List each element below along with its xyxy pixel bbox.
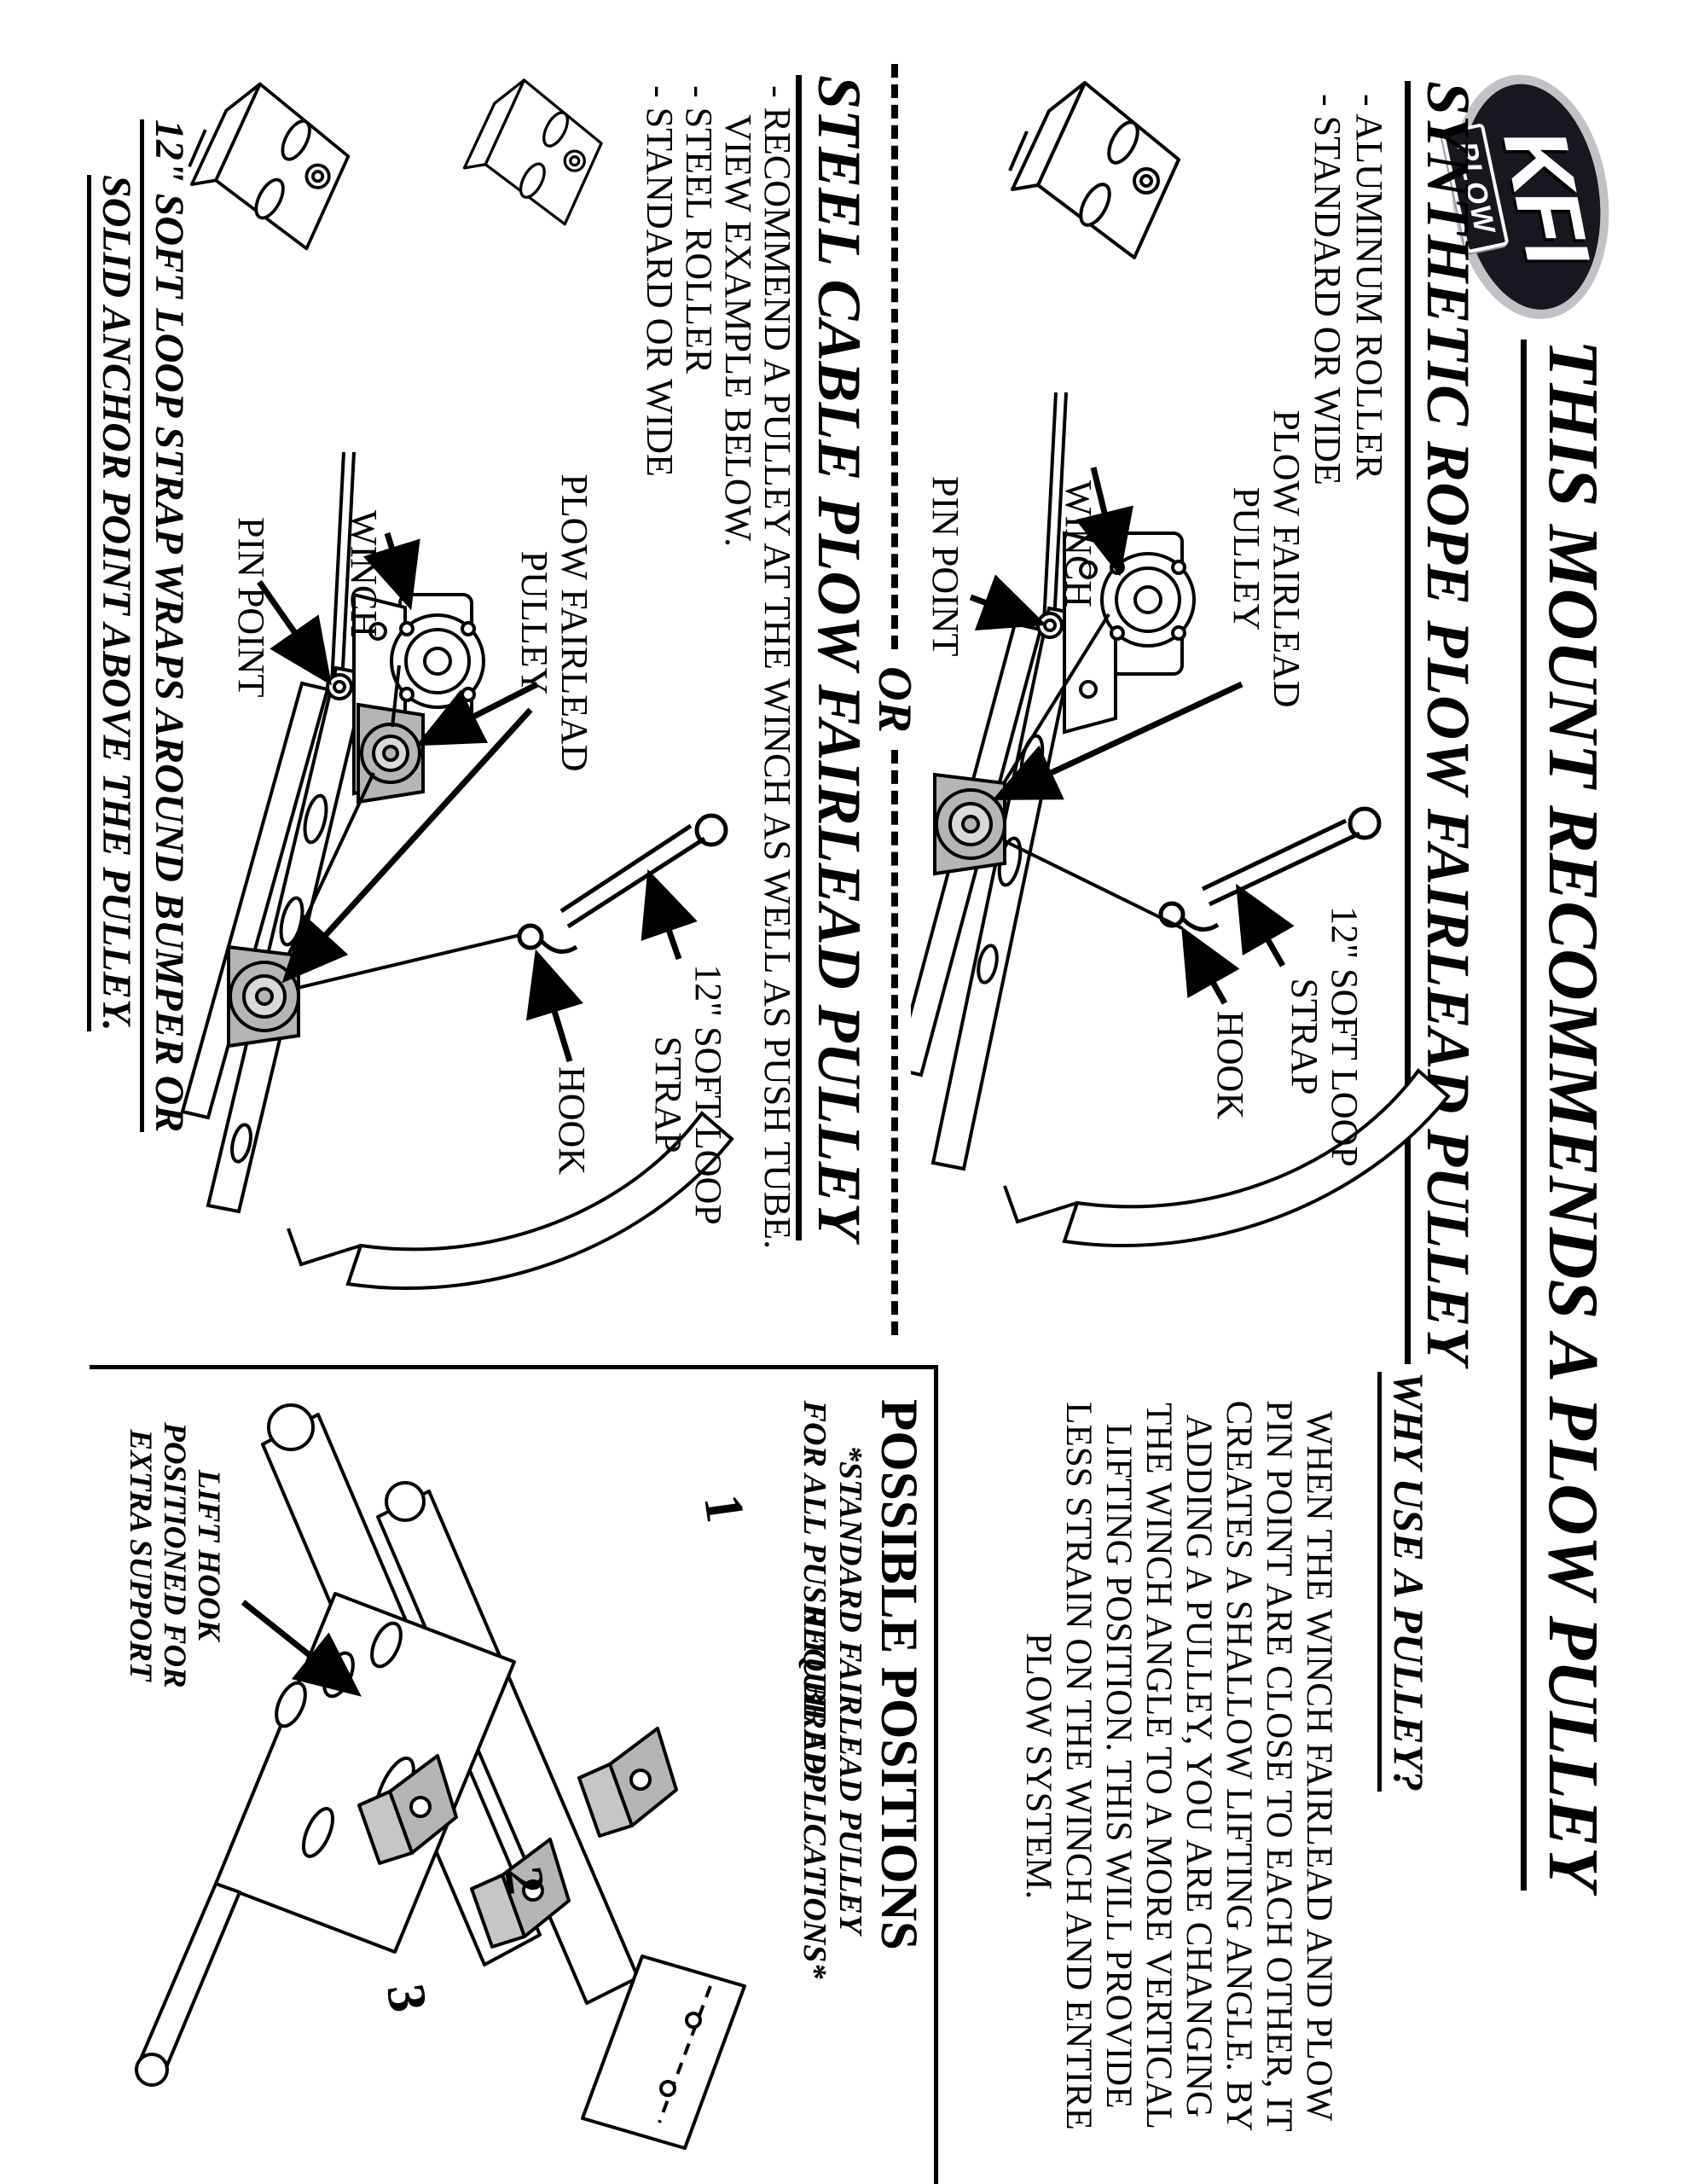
positions-note-2: FOR ALL PUSH TUBE APPLICATIONS* <box>797 1400 832 1979</box>
pulley-bracket-icon <box>188 82 351 251</box>
lift-hook-line: EXTRA SUPPORT <box>123 1429 158 1682</box>
why-line: ADDING A PULLEY, YOU ARE CHANGING <box>1179 1414 1219 2118</box>
or-divider: OR <box>868 64 921 1336</box>
steel-roller-bracket-icon <box>462 78 603 226</box>
lift-hook-line: POSITIONED FOR <box>157 1422 192 1688</box>
synthetic-label-hook: HOOK <box>1209 1011 1251 1120</box>
label-line: PULLEY <box>1226 486 1267 631</box>
why-line: PLOW SYSTEM. <box>1018 1632 1058 1900</box>
label-line: 12" SOFT LOOP <box>1324 906 1365 1167</box>
why-line: WHEN THE WINCH FAIRLEAD AND PLOW <box>1299 1410 1339 2122</box>
label-line: PLOW FAIRLEAD <box>554 473 595 772</box>
page-title: THIS MOUNT RECOMMENDS A PLOW PULLEY <box>1521 340 1615 1891</box>
steel-label-plow-fairlead-pulley: PLOW FAIRLEAD PULLEY <box>513 461 595 785</box>
anchor-note-line-1: 12" SOFT LOOP STRAP WRAPS AROUND BUMPER … <box>140 119 193 1133</box>
lift-hook-line: LIFT HOOK <box>191 1469 226 1641</box>
or-label: OR <box>868 666 921 733</box>
dashed-rule-left <box>891 64 898 650</box>
label-line: PLOW FAIRLEAD <box>1266 410 1307 708</box>
label-line: PULLEY <box>513 550 555 695</box>
why-line: CREATES A SHALLOW LIFTING ANGLE. BY <box>1219 1400 1259 2132</box>
divider-horizontal <box>934 1365 938 2184</box>
positions-heading: POSSIBLE POSITIONS <box>870 1399 927 1950</box>
steel-label-strap: 12" SOFT LOOP STRAP <box>647 962 729 1227</box>
why-paragraph: WHEN THE WINCH FAIRLEAD AND PLOW PIN POI… <box>1018 1361 1339 2171</box>
synthetic-label-plow-fairlead-pulley: PLOW FAIRLEAD PULLEY <box>1226 401 1307 717</box>
aluminum-roller-bracket-icon <box>1008 81 1180 259</box>
label-line: 12" SOFT LOOP <box>687 964 729 1225</box>
positions-diagram <box>135 1403 746 2150</box>
synthetic-label-strap: 12" SOFT LOOP STRAP <box>1284 904 1365 1169</box>
why-line: THE WINCH ANGLE TO A MORE VERTICAL <box>1139 1403 1179 2129</box>
synthetic-label-pin-point: PIN POINT <box>925 476 966 657</box>
lift-hook-note: LIFT HOOK POSITIONED FOR EXTRA SUPPORT <box>123 1406 226 1705</box>
label-line: STRAP <box>1284 978 1325 1095</box>
anchor-note-line-2: SOLID ANCHOR POINT ABOVE THE PULLEY. <box>87 175 140 1031</box>
why-line: PIN POINT ARE CLOSE TO EACH OTHER, IT <box>1259 1400 1299 2132</box>
steel-diagram <box>180 451 734 1291</box>
divider-vertical <box>90 1365 938 1369</box>
steel-heading: STEEL CABLE PLOW FAIRLEAD PULLEY <box>796 75 875 1240</box>
why-line: LESS STRAIN ON THE WINCH AND ENTIRE <box>1058 1402 1099 2130</box>
dashed-rule-right <box>891 749 898 1336</box>
steel-label-hook: HOOK <box>551 1066 593 1176</box>
steel-label-winch: WINCH <box>343 510 385 638</box>
why-line: LIFTING POSITION. THIS WILL PROVIDE <box>1099 1423 1139 2109</box>
synthetic-label-winch: WINCH <box>1058 480 1099 608</box>
steel-label-pin-point: PIN POINT <box>230 517 272 698</box>
why-heading: WHY USE A PULLEY? <box>1377 1372 1435 1792</box>
synthetic-diagram <box>911 392 1451 1248</box>
label-line: STRAP <box>647 1036 689 1153</box>
